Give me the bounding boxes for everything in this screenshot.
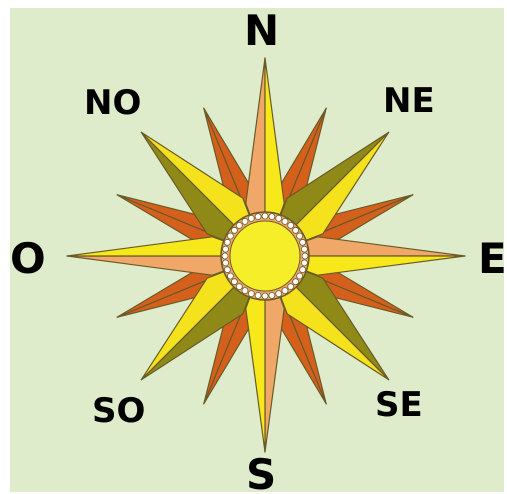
label-west: O <box>10 238 46 280</box>
rim-bead <box>236 222 242 228</box>
label-southwest: SO <box>92 394 145 428</box>
rim-bead <box>231 279 237 285</box>
rim-bead <box>302 253 308 259</box>
label-south: S <box>246 454 276 494</box>
rim-bead <box>282 288 288 294</box>
label-east: E <box>478 238 507 280</box>
rim-bead <box>227 273 233 279</box>
rim-bead <box>262 293 268 299</box>
rim-bead <box>301 246 307 252</box>
center-sun <box>230 221 300 291</box>
rim-bead <box>297 273 303 279</box>
rim-bead <box>288 222 294 228</box>
rim-bead <box>242 288 248 294</box>
rim-bead <box>248 291 254 297</box>
label-northeast: NE <box>383 84 435 118</box>
rim-bead <box>293 227 299 233</box>
label-northwest: NO <box>84 86 141 120</box>
rim-bead <box>223 246 229 252</box>
label-north: N <box>244 10 279 52</box>
rim-bead <box>224 239 230 245</box>
rim-bead <box>282 218 288 224</box>
rim-bead <box>301 260 307 266</box>
rim-bead <box>269 214 275 220</box>
rim-bead <box>300 239 306 245</box>
rim-bead <box>288 284 294 290</box>
rim-bead <box>227 233 233 239</box>
rim-bead <box>297 233 303 239</box>
rim-bead <box>222 253 228 259</box>
rim-bead <box>300 267 306 273</box>
rim-bead <box>248 215 254 221</box>
rim-bead <box>262 213 268 219</box>
rim-bead <box>231 227 237 233</box>
rim-bead <box>242 218 248 224</box>
rim-bead <box>255 292 261 298</box>
rim-bead <box>236 284 242 290</box>
rim-bead <box>293 279 299 285</box>
rim-bead <box>276 215 282 221</box>
rim-bead <box>255 214 261 220</box>
rim-bead <box>269 292 275 298</box>
label-southeast: SE <box>375 388 423 422</box>
rim-bead <box>223 260 229 266</box>
rim-bead <box>224 267 230 273</box>
rim-bead <box>276 291 282 297</box>
center-disc <box>221 212 309 300</box>
